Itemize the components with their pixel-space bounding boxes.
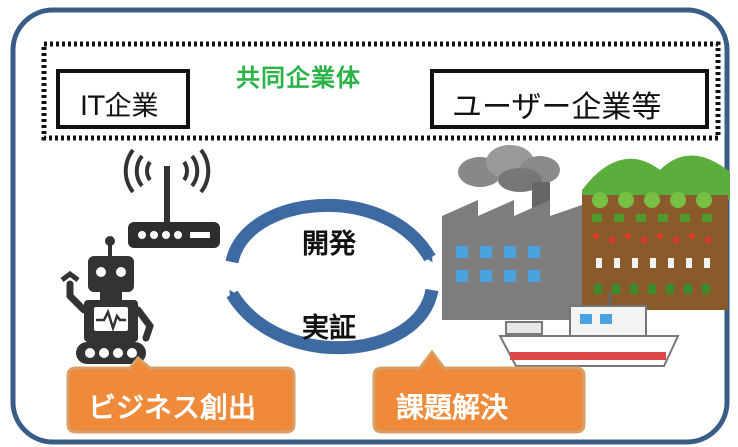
development-label: 開発: [302, 229, 356, 260]
wifi-router-icon: [123, 148, 220, 248]
cycle-arrow-top: [225, 199, 436, 264]
callout-problem-solving: [372, 349, 586, 434]
robot-icon: [60, 236, 154, 364]
user-company-box: [430, 69, 709, 129]
business-creation-label: ビジネス創出: [88, 391, 257, 424]
it-company-box: [56, 69, 190, 129]
farm-field-icon: [582, 155, 730, 310]
callout-business-creation: [66, 355, 296, 434]
problem-solving-label: 課題解決: [396, 391, 509, 424]
cycle-arrow-bottom: [226, 288, 439, 354]
verification-label: 実証: [302, 313, 356, 344]
consortium-title: 共同企業体: [236, 64, 361, 92]
factory-icon: [442, 145, 582, 320]
consortium-dotted-box: [41, 41, 721, 141]
user-company-label: ユーザー企業等: [452, 90, 662, 125]
it-company-label: IT企業: [80, 91, 159, 122]
fishing-boat-icon: [498, 292, 680, 367]
